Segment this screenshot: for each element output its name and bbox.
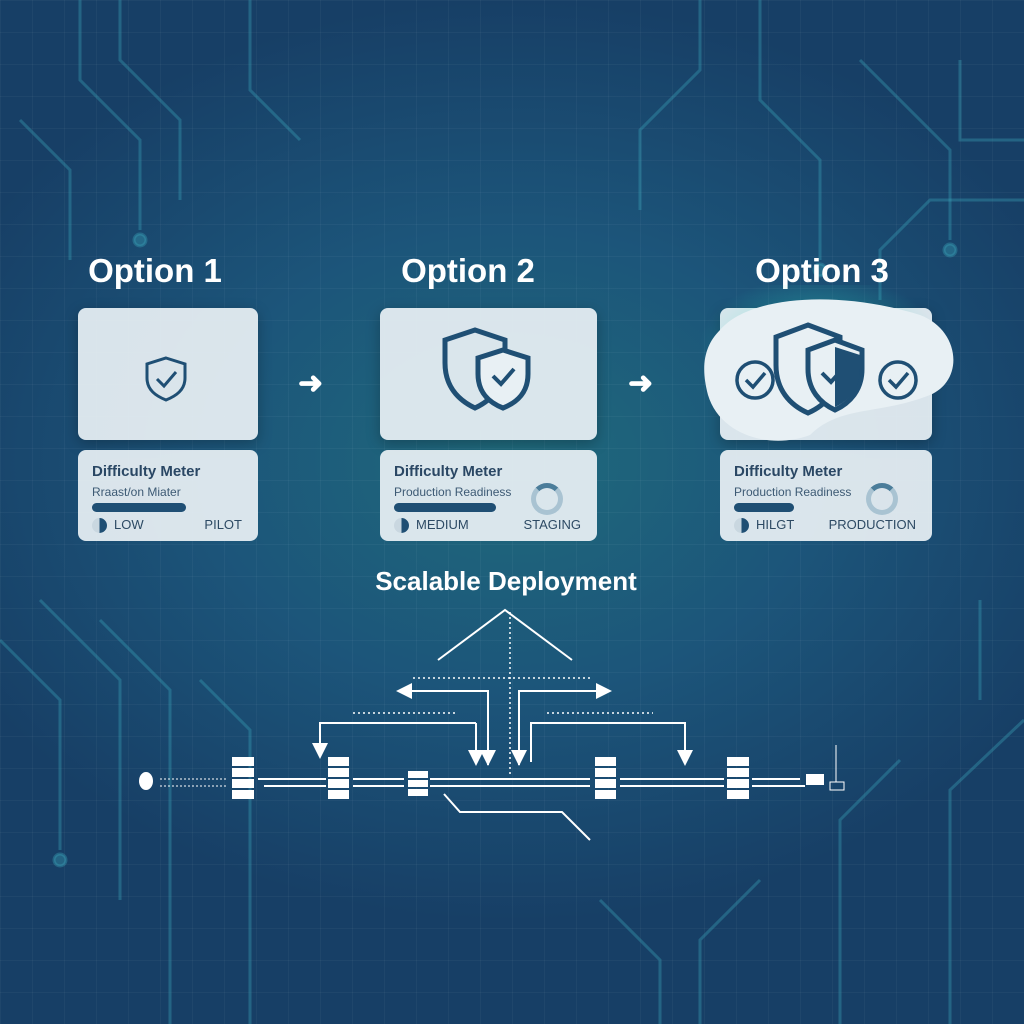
- check-circle-icon: [735, 360, 775, 400]
- server-rack-icons: [232, 757, 824, 799]
- deployment-stage: PRODUCTION: [828, 517, 916, 532]
- half-circle-icon: [394, 518, 409, 533]
- option-3-title: Option 3: [755, 252, 889, 289]
- option-1-meter: Difficulty Meter Rraast/on Miater LOW PI…: [78, 450, 258, 541]
- option-2-meter: Difficulty Meter Production Readiness ME…: [380, 450, 597, 541]
- meter-title: Difficulty Meter: [394, 463, 503, 480]
- deployment-stage: STAGING: [523, 517, 581, 532]
- check-circle-icon: [878, 360, 918, 400]
- meter-subtitle: Production Readiness: [734, 485, 852, 499]
- shield-check-icon: [145, 356, 187, 402]
- roof-lines: [437, 608, 573, 661]
- half-circle-icon: [734, 518, 749, 533]
- meter-title: Difficulty Meter: [92, 463, 201, 480]
- difficulty-bar: [394, 503, 496, 512]
- option-3-meter: Difficulty Meter Production Readiness HI…: [720, 450, 932, 541]
- arrow-right-icon: ➜: [298, 367, 324, 400]
- difficulty-level: MEDIUM: [416, 517, 469, 532]
- option-1-title: Option 1: [88, 252, 222, 289]
- option-1-card[interactable]: [78, 308, 258, 440]
- donut-progress-icon: [531, 483, 563, 515]
- option-2-card[interactable]: [380, 308, 597, 440]
- double-shield-icon: [442, 327, 531, 411]
- deployment-stage: PILOT: [204, 517, 242, 532]
- option-3-highlight: [700, 285, 954, 441]
- difficulty-level: HILGT: [756, 517, 795, 532]
- diagram-title: Scalable Deployment: [375, 566, 637, 596]
- option-2-title: Option 2: [401, 252, 535, 289]
- difficulty-bar: [734, 503, 794, 512]
- half-circle-icon: [92, 518, 107, 533]
- arrow-right-icon: ➜: [628, 367, 654, 400]
- donut-progress-icon: [866, 483, 898, 515]
- difficulty-bar: [92, 503, 186, 512]
- meter-title: Difficulty Meter: [734, 463, 843, 480]
- node-icon: [139, 772, 153, 790]
- meter-subtitle: Production Readiness: [394, 485, 512, 499]
- meter-subtitle: Rraast/on Miater: [92, 485, 181, 499]
- difficulty-level: LOW: [114, 517, 144, 532]
- monitor-icon: [806, 774, 824, 785]
